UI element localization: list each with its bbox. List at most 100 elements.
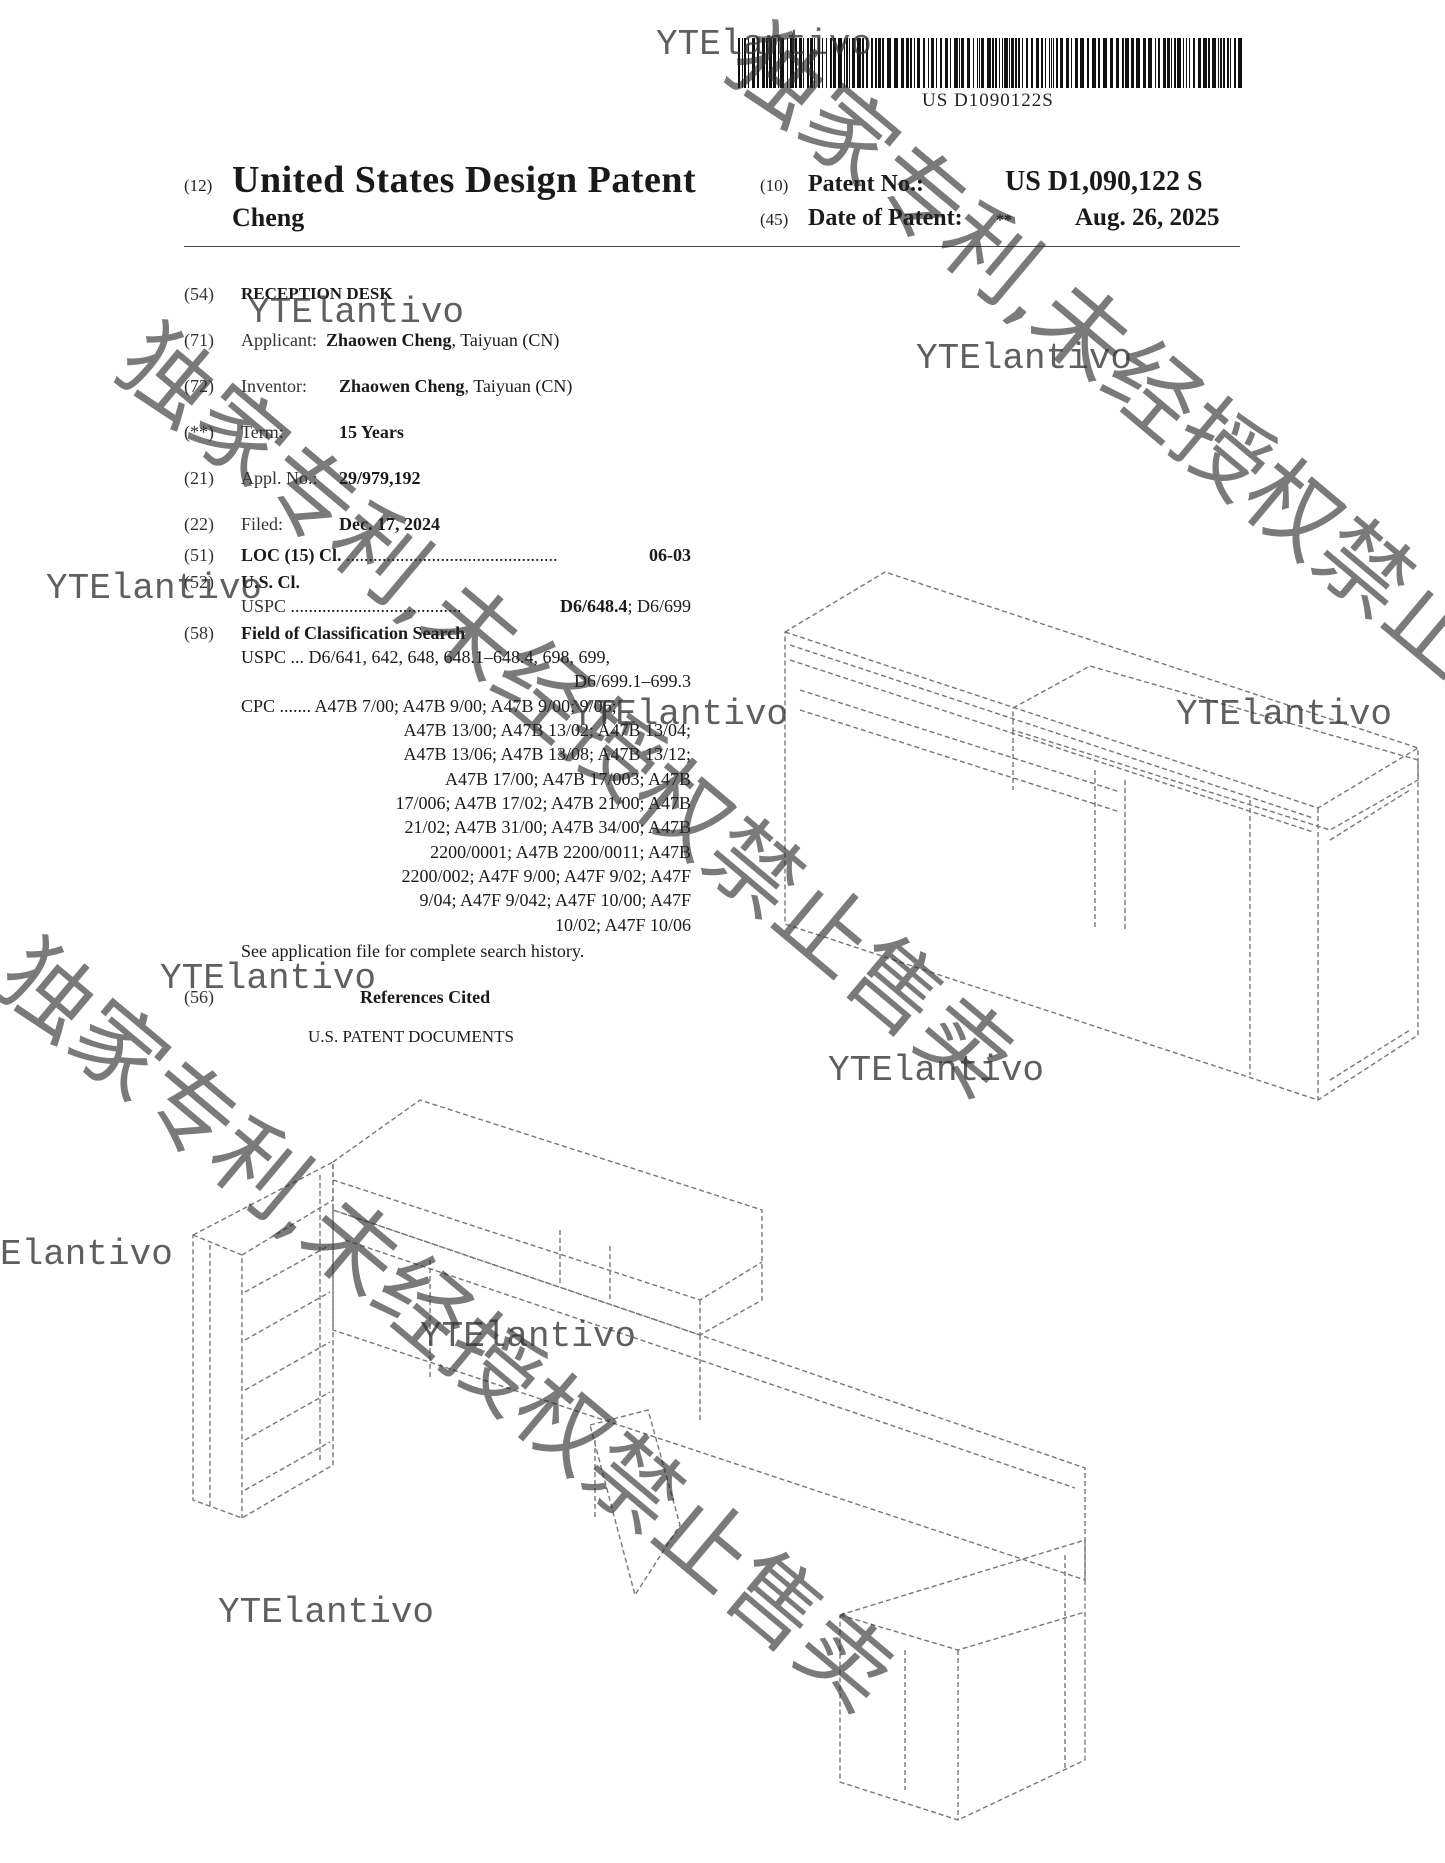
barcode-bar [923,38,925,88]
barcode-bar [981,38,984,88]
barcode-bar [1092,38,1096,88]
barcode-bar [1122,38,1124,88]
barcode-bar [1136,38,1140,88]
barcode-bar [1131,38,1134,88]
uspc-label: USPC [241,596,287,616]
barcode-bar [1174,38,1176,88]
barcode-bar [995,38,997,88]
barcode-bar [906,38,909,88]
barcode-bar [1015,38,1017,88]
barcode-bar [1234,38,1236,88]
search-uspc-1: USPC ... D6/641, 642, 648, 648.1–648.4, … [241,647,611,667]
code-term: (**) [184,422,214,442]
barcode-bar [738,38,740,88]
cpc-4: A47B 17/00; A47B 17/003; A47B [444,769,691,789]
watermark-en-8: YTElantivo [828,1050,1045,1091]
barcode-bar [878,38,881,88]
cpc-2: A47B 13/00; A47B 13/02; A47B 13/04; [403,720,691,740]
patent-title: RECEPTION DESK [241,284,393,303]
loc-dots: ........................................… [346,545,558,565]
barcode-bar [1167,38,1170,88]
barcode-bar [1238,38,1242,88]
code-58: (58) [184,623,214,643]
barcode-bar [1075,38,1078,88]
patent-number: US D1,090,122 S [1005,166,1203,197]
barcode-bar [1208,38,1210,88]
barcode-bar [862,38,864,88]
barcode-bar [744,38,746,88]
references-cited-label: References Cited [360,987,491,1007]
barcode-bar [1002,38,1003,88]
barcode-bar [914,38,915,88]
code-52: (52) [184,572,214,592]
barcode-bar [987,38,991,88]
uspc-line: USPC ...................................… [241,594,691,618]
watermark-en-10: YTElantivo [420,1316,637,1357]
barcode-bar [1022,38,1023,88]
term-value: 15 Years [339,422,404,442]
barcode-bar [887,38,891,88]
cpc-8: 2200/002; A47F 9/00; A47F 9/02; A47F [401,866,691,886]
barcode-bar [742,38,743,88]
barcode-bar [1053,38,1054,88]
loc-value: 06-03 [649,545,691,565]
desk-view-lower [192,1099,1086,1821]
barcode-bar [928,38,929,88]
barcode-bar [846,38,848,88]
barcode-bar [894,38,898,88]
barcode-bar [1189,38,1190,88]
date-of-patent-label: Date of Patent: [808,205,963,231]
date-star: ** [996,212,1012,229]
applicant-name: Zhaowen Cheng [325,330,452,350]
barcode-bar [1218,38,1219,88]
barcode-bar [945,38,948,88]
barcode-bar [1031,38,1033,88]
barcode-bar [1041,38,1043,88]
barcode-bar [973,38,974,88]
date-of-patent: Aug. 26, 2025 [1075,204,1220,231]
barcode-bar [1026,38,1028,88]
barcode-bar [1103,38,1107,88]
applicant-label: Applicant: [241,330,317,350]
barcode-bar [961,38,964,88]
cpc-1: CPC ....... A47B 7/00; A47B 9/00; A47B 9… [241,696,617,716]
barcode-bar [803,38,804,88]
barcode-label: US D1090122S [922,90,1054,111]
barcode-bar [778,38,779,88]
watermark-en-9: Elantivo [0,1234,173,1275]
barcode-bar [1036,38,1039,88]
barcode-bar [954,38,958,88]
barcode-bar [1163,38,1166,88]
barcode-bar [967,38,970,88]
barcode-bar [1098,38,1100,88]
barcode-bar [810,38,813,88]
barcode-bar [1018,38,1020,88]
appl-no-value: 29/979,192 [339,468,421,488]
uspc-rest: ; D6/699 [627,596,691,616]
barcode-bar [1116,38,1119,88]
desk-view-upper [784,571,1419,1101]
inventor-line: Zhaowen Cheng, Taiyuan (CN) [339,374,572,398]
barcode-bar [1177,38,1181,88]
barcode-bar [1143,38,1146,88]
barcode-bar [950,38,951,88]
barcode-bar [844,38,845,88]
barcode-bar [875,38,877,88]
barcode-bar [762,38,765,88]
barcode-bar [1193,38,1195,88]
barcode-bar [822,38,823,88]
appl-no-label: Appl. No.: [241,468,318,488]
barcode-bar [1009,38,1010,88]
barcode-bar [766,38,768,88]
cpc-7: 2200/0001; A47B 2200/0011; A47B [430,842,691,862]
watermark-en-7: YTElantivo [160,958,377,999]
barcode-bar [838,38,842,88]
filed-label: Filed: [241,514,284,534]
barcode-bar [780,38,784,88]
watermark-en-3: YTElantivo [916,338,1133,379]
barcode-bar [936,38,937,88]
cpc-10: 10/02; A47F 10/06 [554,915,691,935]
inventor-location: , Taiyuan (CN) [464,376,573,396]
code-56: (56) [184,987,214,1007]
